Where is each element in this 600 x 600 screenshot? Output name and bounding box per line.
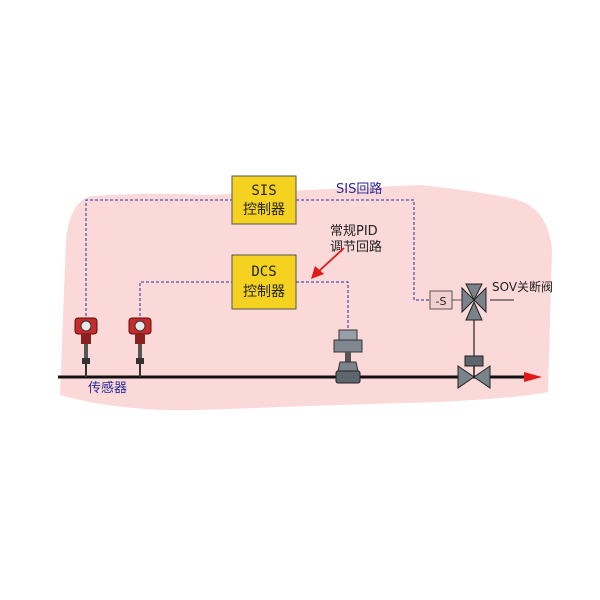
- solenoid-label: -S: [436, 295, 447, 308]
- solenoid: -S: [429, 290, 462, 310]
- background-zone: [60, 185, 552, 411]
- sov-label: SOV关断阀: [492, 279, 553, 294]
- control-valve: [333, 329, 363, 384]
- dcs-signal-lines: [139, 281, 349, 330]
- transmitter-1: [74, 317, 98, 377]
- sis-loop-label: SIS回路: [336, 181, 382, 197]
- sis-controller-line1: SIS: [251, 183, 276, 199]
- sis-controller-line2: 控制器: [243, 202, 285, 218]
- sis-controller: SIS 控制器: [231, 175, 297, 225]
- pid-loop-label-line1: 常规PID: [330, 224, 378, 239]
- sov-pilot-valve: [461, 283, 487, 356]
- sis-signal-lines: [85, 199, 430, 326]
- pid-arrow: [311, 247, 345, 279]
- dcs-controller: DCS 控制器: [231, 254, 297, 310]
- pid-loop-label-line2: 调节回路: [330, 239, 382, 255]
- flow-arrow: [524, 372, 542, 382]
- sov-main-valve: [457, 355, 491, 389]
- transmitter-2: [128, 317, 152, 377]
- dcs-controller-line1: DCS: [251, 264, 276, 280]
- dcs-controller-line2: 控制器: [243, 284, 285, 300]
- sensor-label: 传感器: [88, 380, 127, 396]
